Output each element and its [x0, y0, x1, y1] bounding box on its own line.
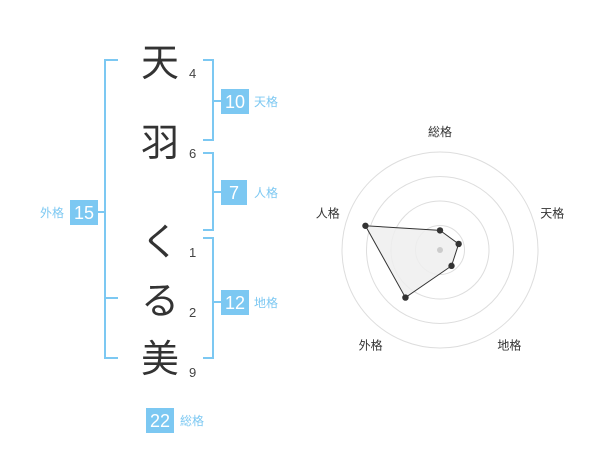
chikaku-bracket — [203, 237, 214, 359]
radar-point-2 — [455, 240, 462, 248]
stroke-count-3: 1 — [189, 245, 197, 260]
jinkaku-label: 人格 — [254, 186, 279, 200]
radar-axis-label-1: 総格 — [428, 124, 452, 139]
jinkaku-value: 7 — [221, 180, 247, 205]
radar-point-5 — [362, 222, 369, 229]
soukaku-label: 総格 — [180, 414, 205, 428]
radar-axis-label-4: 外格 — [359, 337, 383, 352]
name-char-4: る — [140, 279, 179, 323]
radar-grid-ring — [341, 151, 539, 349]
gaikaku-bracket — [104, 59, 118, 359]
radar-axis-label-5: 人格 — [316, 206, 340, 221]
name-char-5: 美 — [140, 337, 179, 381]
radar-center-dot — [437, 247, 443, 253]
tenkaku-label: 天格 — [254, 95, 279, 109]
name-char-1: 天 — [140, 41, 179, 85]
radar-axis-label-2: 天格 — [540, 206, 564, 221]
radar-point-3 — [448, 262, 455, 270]
chikaku-value: 12 — [221, 290, 249, 315]
radar-data-polygon — [364, 225, 460, 299]
stroke-count-1: 4 — [189, 66, 197, 81]
tenkaku-value: 10 — [221, 89, 249, 114]
radar-point-1 — [436, 227, 444, 234]
stroke-count-4: 2 — [189, 305, 197, 320]
chikaku-label: 地格 — [254, 296, 279, 310]
soukaku-value: 22 — [146, 408, 174, 433]
gaikaku-label: 外格 — [40, 206, 65, 220]
name-char-2: 羽 — [140, 121, 179, 165]
gaikaku-value: 15 — [70, 200, 98, 225]
name-char-3: く — [140, 220, 179, 264]
radar-axis-label-3: 地格 — [497, 337, 521, 352]
stroke-count-5: 9 — [189, 365, 197, 380]
radar-grid-ring — [366, 176, 514, 324]
stroke-count-2: 6 — [189, 146, 197, 161]
radar-point-4 — [402, 294, 409, 301]
